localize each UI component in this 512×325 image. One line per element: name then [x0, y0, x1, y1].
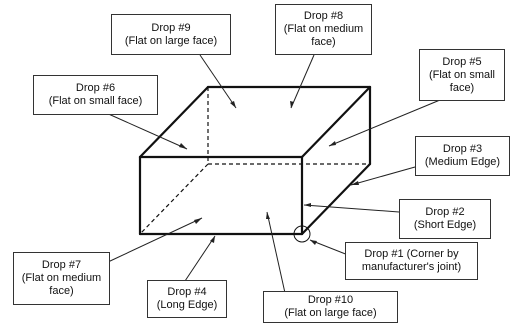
- label-drop5-desc1: (Flat on small: [428, 68, 496, 81]
- hidden-edge-left-bottom: [139, 163, 209, 235]
- label-drop9: Drop #9 (Flat on large face): [111, 14, 231, 55]
- arrowhead-drop2: [304, 203, 311, 207]
- leader-lines: [103, 54, 441, 294]
- label-drop3-desc: (Medium Edge): [424, 156, 501, 168]
- label-drop2: Drop #2 (Short Edge): [399, 199, 491, 239]
- edge-top-right: [300, 85, 372, 159]
- label-drop7-desc1: (Flat on medium: [21, 272, 102, 284]
- label-drop9-desc: (Flat on large face): [124, 34, 218, 47]
- label-drop6-desc: (Flat on small face): [48, 95, 143, 107]
- label-drop7-title: Drop #7: [41, 259, 82, 271]
- arrowhead-drop5: [329, 141, 336, 146]
- edge-top-left: [138, 85, 210, 159]
- label-drop6: Drop #6 (Flat on small face): [33, 75, 158, 115]
- arrowhead-drop6: [179, 143, 187, 149]
- arrowhead-drop1: [310, 240, 317, 245]
- label-drop4: Drop #4 (Long Edge): [147, 280, 227, 318]
- label-drop2-title: Drop #2: [425, 206, 465, 218]
- label-drop10-desc: (Flat on large face): [284, 307, 377, 319]
- label-drop5: Drop #5 (Flat on small face): [419, 49, 505, 101]
- label-drop10: Drop #10 (Flat on large face): [263, 291, 398, 323]
- leader-drop5: [328, 99, 441, 147]
- label-drop1: Drop #1 (Corner by manufacturer's joint): [345, 242, 478, 280]
- edge-right-bottom: [300, 162, 372, 236]
- label-drop7-desc2: face): [49, 285, 74, 297]
- arrowhead-drop4: [210, 236, 215, 243]
- leader-drop7: [107, 217, 203, 263]
- arrowhead-drop3: [351, 181, 359, 185]
- label-drop10-title: Drop #10: [307, 294, 354, 306]
- label-drop9-title: Drop #9: [151, 21, 191, 34]
- label-drop5-desc2: face): [449, 81, 475, 94]
- corner-marker-circle: [293, 225, 311, 243]
- label-drop6-title: Drop #6: [75, 82, 116, 94]
- label-drop2-desc: (Short Edge): [413, 219, 477, 231]
- label-drop5-title: Drop #5: [442, 55, 482, 68]
- label-drop8-desc2: face): [311, 36, 336, 48]
- label-drop3: Drop #3 (Medium Edge): [415, 136, 510, 176]
- label-drop8-desc1: (Flat on medium: [283, 23, 364, 35]
- label-drop1-desc: manufacturer's joint): [361, 261, 462, 273]
- leader-drop8: [290, 54, 315, 109]
- box-solid-edges: [138, 85, 372, 236]
- leader-drop6: [103, 111, 188, 150]
- label-drop1-title: Drop #1 (Corner by: [364, 248, 459, 260]
- leader-drop10: [266, 211, 286, 294]
- arrowhead-drop9: [230, 101, 236, 108]
- label-drop4-title: Drop #4: [167, 286, 207, 298]
- arrowhead-drop8: [290, 101, 294, 108]
- leader-arrowheads: [179, 101, 359, 245]
- label-drop4-desc: (Long Edge): [156, 299, 218, 311]
- leader-drop2: [303, 204, 400, 213]
- arrowhead-drop10: [266, 212, 270, 219]
- label-drop8-title: Drop #8: [303, 10, 344, 22]
- label-drop3-title: Drop #3: [442, 143, 483, 155]
- label-drop7: Drop #7 (Flat on medium face): [13, 252, 110, 305]
- label-drop8: Drop #8 (Flat on medium face): [275, 4, 372, 55]
- arrowhead-drop7: [194, 218, 202, 224]
- leader-drop4: [184, 235, 216, 282]
- leader-drop3: [350, 166, 416, 186]
- leader-drop1: [309, 239, 349, 256]
- leader-drop9: [199, 54, 237, 109]
- box-hidden-edges: [139, 87, 370, 235]
